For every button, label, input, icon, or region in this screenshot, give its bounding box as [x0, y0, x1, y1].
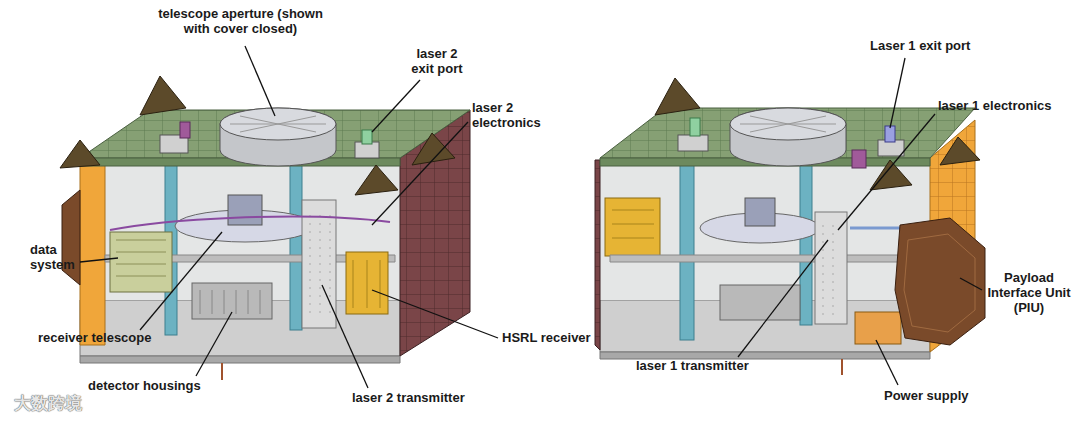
callout-label: Payload Interface Unit (PIU): [982, 270, 1076, 315]
callout-label: receiver telescope: [38, 330, 168, 345]
watermark: 大数跨境: [14, 392, 134, 415]
callout-label: data system: [30, 242, 80, 272]
callout-label: laser 2 transmitter: [352, 390, 502, 405]
callout-label: laser 2 exit port: [404, 46, 470, 76]
leader-lines: [80, 46, 982, 388]
callout-label: telescope aperture (shown with cover clo…: [148, 6, 333, 36]
right-instrument: [595, 78, 985, 375]
callout-label: HSRL receiver: [502, 330, 602, 345]
callout-label: laser 1 electronics: [938, 98, 1073, 113]
callout-label: Power supply: [884, 388, 994, 403]
callout-label: detector housings: [88, 378, 228, 393]
callout-label: Laser 1 exit port: [870, 38, 1000, 53]
callout-label: laser 2 electronics: [472, 100, 562, 130]
callout-label: laser 1 transmitter: [636, 358, 776, 373]
